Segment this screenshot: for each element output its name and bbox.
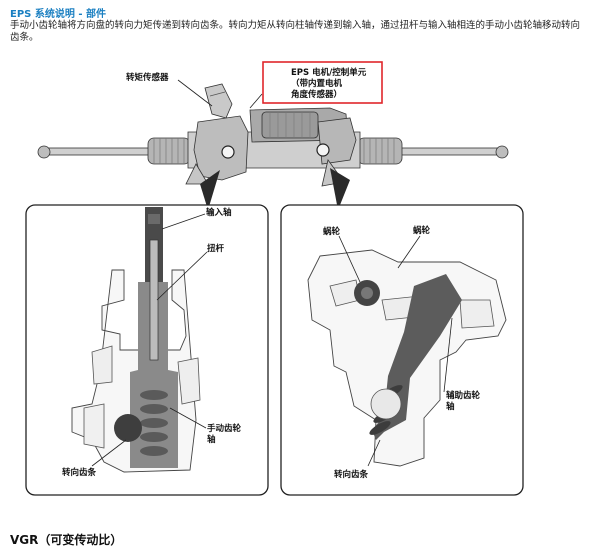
torsion-bar-label: 扭杆 xyxy=(207,243,225,254)
steering-gear-assembly xyxy=(37,83,509,210)
left-detail-panel xyxy=(25,204,269,496)
worm-label-left: 蜗轮 xyxy=(323,226,341,237)
torque-sensor-label: 转矩传感器 xyxy=(126,72,169,83)
manual-pinion-label-line1: 手动齿轮 xyxy=(207,423,242,434)
assist-pinion-label-line2: 轴 xyxy=(446,401,455,412)
vgr-section-title: VGR（可变传动比） xyxy=(10,533,123,547)
intro-paragraph: 手动小齿轮轴将方向盘的转向力矩传递到转向齿条。转向力矩从转向柱轴传递到输入轴，通… xyxy=(10,20,581,43)
right-detail-panel xyxy=(280,204,524,496)
right-steering-rack-label: 转向齿条 xyxy=(334,469,369,480)
worm-label-right: 蜗轮 xyxy=(413,225,431,236)
eps-unit-label-line2: （带内置电机 xyxy=(291,78,343,89)
eps-unit-label-line1: EPS 电机/控制单元 xyxy=(291,67,367,78)
eps-unit-label-line3: 角度传感器） xyxy=(291,89,342,100)
manual-pinion-label-line2: 轴 xyxy=(207,434,216,445)
eps-unit-highlight-box xyxy=(262,61,383,104)
page-title: EPS 系统说明 - 部件 xyxy=(10,9,106,20)
input-shaft-label: 输入轴 xyxy=(206,207,232,218)
assist-pinion-label-line1: 辅助齿轮 xyxy=(446,390,481,401)
left-steering-rack-label: 转向齿条 xyxy=(62,467,97,478)
